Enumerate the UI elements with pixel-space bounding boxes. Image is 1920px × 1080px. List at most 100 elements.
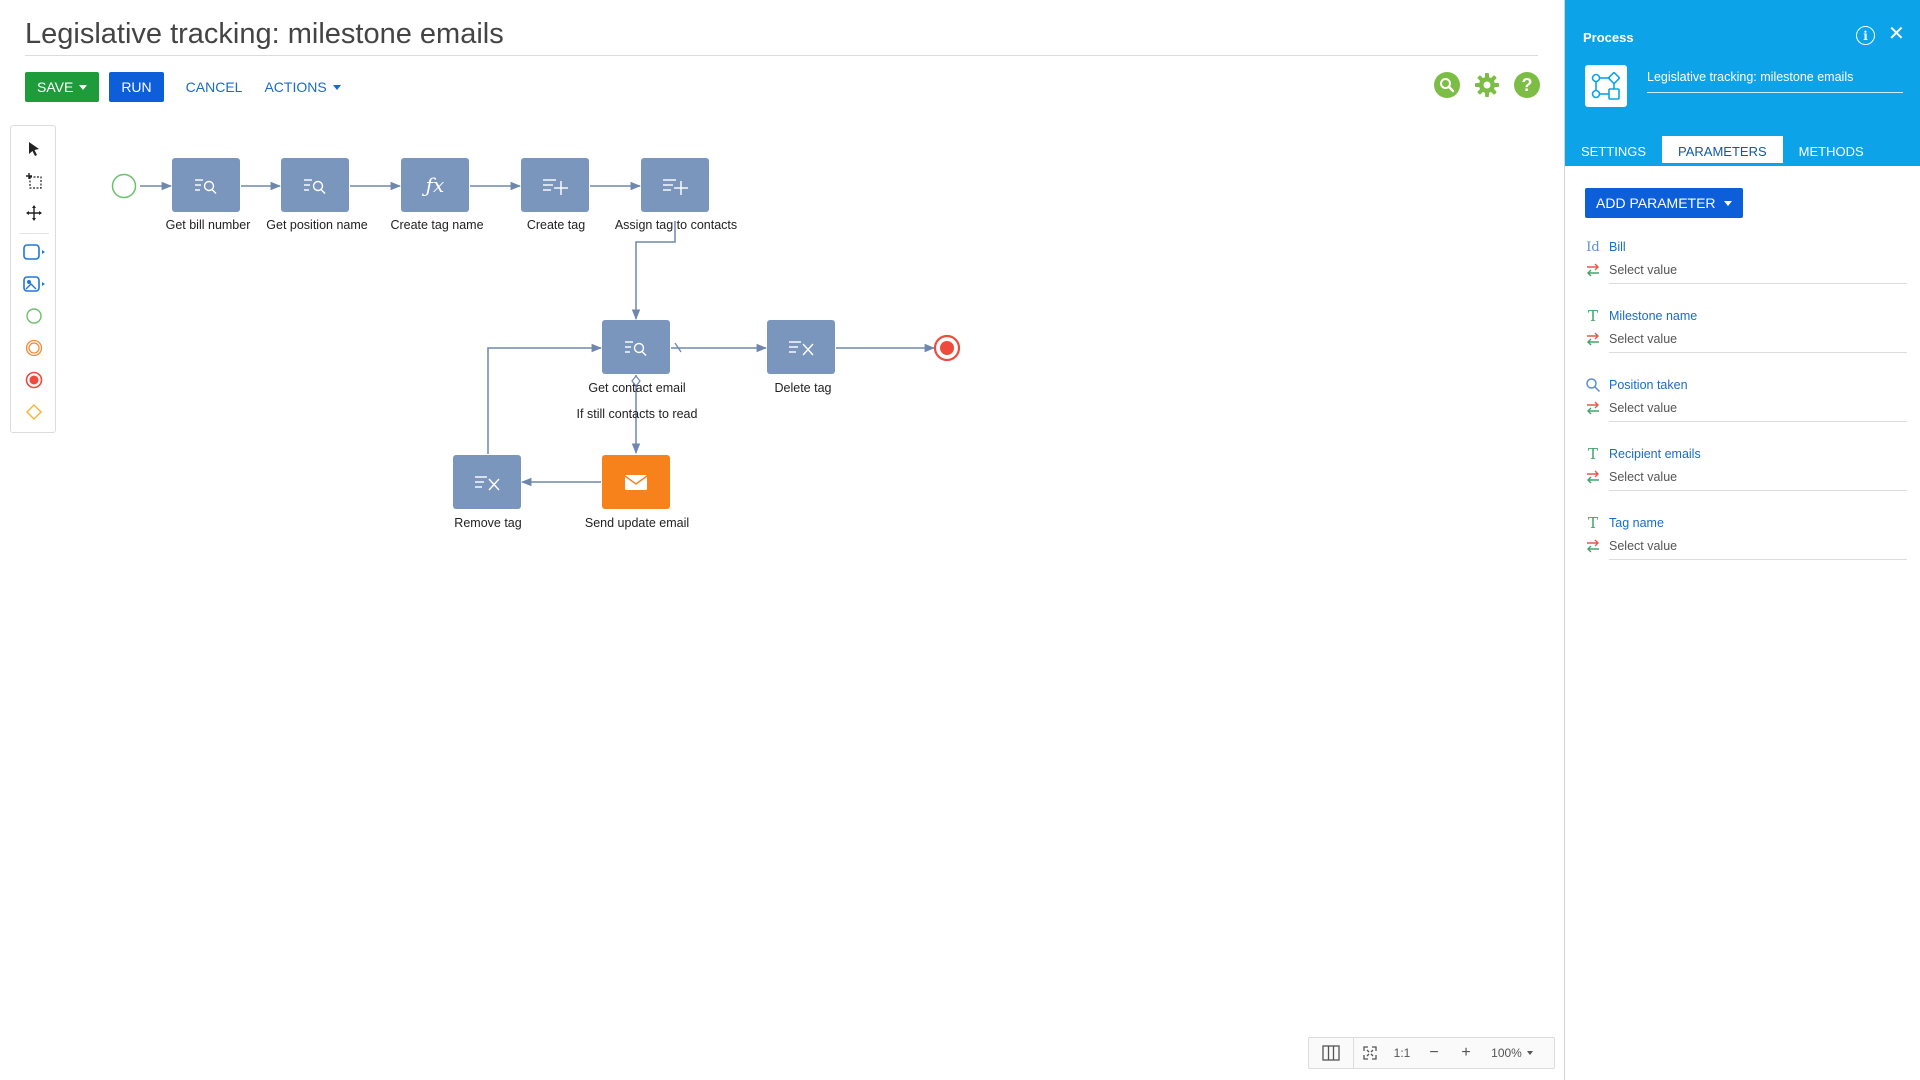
parameter-item-milestone-name[interactable]: T Milestone name Select value	[1585, 307, 1907, 368]
node-send-update-email[interactable]: Send update email	[585, 455, 689, 530]
zoom-toolbar: 1:1 − + 100%	[1308, 1037, 1555, 1069]
panel-header: Process i ✕ Legislative tracking: milest…	[1565, 0, 1920, 166]
parameter-divider	[1609, 421, 1907, 422]
pointer-tool-icon[interactable]	[11, 136, 57, 162]
parameter-item-position-taken[interactable]: Position taken Select value	[1585, 377, 1907, 437]
node-delete-tag[interactable]: Delete tag	[767, 320, 835, 395]
chevron-down-icon	[1526, 1051, 1533, 1055]
node-label: Assign tag to contacts	[615, 218, 737, 232]
process-designer: Legislative tracking: milestone emails S…	[0, 0, 1564, 1080]
parameter-value[interactable]: Select value	[1609, 401, 1678, 415]
process-name-field[interactable]: Legislative tracking: milestone emails	[1647, 70, 1903, 93]
intermediate-event-icon[interactable]	[11, 335, 57, 361]
parameter-divider	[1609, 352, 1907, 353]
envelope-icon	[624, 475, 648, 490]
panel-tabs: SETTINGS PARAMETERS METHODS	[1565, 136, 1880, 166]
text-type-icon: T	[1587, 307, 1598, 325]
delete-data-icon	[789, 341, 814, 356]
zoom-level-select[interactable]: 100%	[1482, 1038, 1542, 1068]
node-remove-tag[interactable]: Remove tag	[453, 455, 522, 530]
end-event-icon[interactable]	[11, 367, 57, 393]
element-palette	[10, 125, 56, 433]
search-icon[interactable]	[1434, 72, 1460, 98]
pan-tool-icon[interactable]	[11, 200, 57, 226]
read-data-icon	[304, 179, 326, 194]
parameter-value[interactable]: Select value	[1609, 263, 1678, 277]
actions-menu-button[interactable]: ACTIONS	[264, 79, 341, 95]
parameter-divider	[1609, 283, 1907, 284]
save-button-label: SAVE	[37, 79, 74, 95]
parameter-value[interactable]: Select value	[1609, 470, 1678, 484]
cancel-button[interactable]: CANCEL	[185, 79, 243, 95]
sequence-flows	[140, 181, 936, 487]
chevron-down-icon	[332, 84, 341, 90]
node-create-tag[interactable]: Create tag	[521, 158, 589, 232]
parameter-item-tag-name[interactable]: T Tag name Select value	[1585, 514, 1907, 575]
node-get-contact-email[interactable]: Get contact email	[588, 320, 686, 395]
gear-icon[interactable]	[1474, 72, 1500, 98]
parameter-value[interactable]: Select value	[1609, 539, 1678, 553]
designer-top-icons: ?	[1434, 72, 1540, 98]
minimap-toggle-icon[interactable]	[1309, 1038, 1353, 1068]
read-data-icon	[625, 341, 647, 356]
parameter-item-recipient-emails[interactable]: T Recipient emails Select value	[1585, 445, 1907, 506]
tab-settings[interactable]: SETTINGS	[1581, 143, 1647, 159]
zoom-divider	[1353, 1038, 1354, 1068]
start-event[interactable]	[111, 173, 137, 199]
start-event-icon[interactable]	[11, 303, 57, 329]
parameter-item-bill[interactable]: Id Bill Select value	[1585, 239, 1907, 299]
process-icon	[1585, 65, 1627, 107]
add-parameter-button[interactable]: ADD PARAMETER	[1585, 188, 1743, 218]
text-type-icon: T	[1587, 445, 1598, 463]
gateway-icon[interactable]	[11, 399, 57, 425]
run-button[interactable]: RUN	[109, 72, 164, 102]
mapping-icon	[1585, 332, 1601, 346]
parameter-name[interactable]: Bill	[1609, 240, 1626, 254]
subprocess-shape-icon[interactable]	[11, 271, 57, 297]
mapping-icon	[1585, 539, 1601, 553]
end-event-dot-icon	[940, 341, 954, 355]
parameter-name[interactable]: Milestone name	[1609, 309, 1698, 323]
parameter-value[interactable]: Select value	[1609, 332, 1678, 346]
node-get-position-name[interactable]: Get position name	[266, 158, 368, 232]
add-data-icon	[663, 179, 688, 195]
task-shape-icon[interactable]	[11, 239, 57, 265]
parameter-name[interactable]: Recipient emails	[1609, 447, 1701, 461]
help-icon[interactable]: ?	[1514, 72, 1540, 98]
tab-methods[interactable]: METHODS	[1798, 143, 1864, 159]
formula-icon: ƒx	[422, 173, 445, 197]
diagram-canvas[interactable]: Get bill number Get position name ƒx Cre…	[0, 0, 1564, 1080]
lasso-select-icon[interactable]	[11, 168, 57, 194]
lookup-type-icon	[1585, 377, 1601, 393]
page-title: Legislative tracking: milestone emails	[25, 18, 504, 50]
add-data-icon	[543, 179, 568, 195]
zoom-in-button[interactable]: +	[1461, 1044, 1471, 1061]
zoom-out-button[interactable]: −	[1429, 1044, 1439, 1061]
default-flow-mark-icon	[674, 342, 682, 353]
chevron-down-icon	[79, 84, 88, 90]
parameter-divider	[1609, 490, 1907, 491]
info-icon[interactable]: i	[1856, 26, 1875, 45]
flow-line[interactable]	[631, 221, 676, 321]
condition-diamond-icon	[631, 375, 641, 387]
parameter-name[interactable]: Position taken	[1609, 378, 1688, 392]
parameter-name[interactable]: Tag name	[1609, 516, 1664, 530]
flow-condition-label[interactable]: If still contacts to read	[577, 407, 698, 421]
designer-toolbar: SAVE RUN CANCEL ACTIONS	[25, 72, 341, 102]
read-data-icon	[195, 179, 217, 194]
palette-divider	[19, 233, 49, 234]
node-assign-tag-to-contacts[interactable]: Assign tag to contacts	[615, 158, 737, 232]
save-button[interactable]: SAVE	[25, 72, 100, 102]
node-create-tag-name[interactable]: ƒx Create tag name	[390, 158, 484, 232]
fit-to-screen-icon[interactable]	[1354, 1038, 1386, 1068]
parameter-divider	[1609, 559, 1907, 560]
node-label: Delete tag	[775, 381, 832, 395]
id-type-icon: Id	[1586, 239, 1600, 255]
tab-parameters[interactable]: PARAMETERS	[1662, 136, 1783, 166]
actual-size-button[interactable]: 1:1	[1393, 1046, 1411, 1060]
node-get-bill-number[interactable]: Get bill number	[166, 158, 251, 232]
close-icon[interactable]: ✕	[1888, 23, 1905, 45]
node-label: Get bill number	[166, 218, 251, 232]
mapping-icon	[1585, 401, 1601, 415]
flow-line[interactable]	[487, 343, 603, 454]
